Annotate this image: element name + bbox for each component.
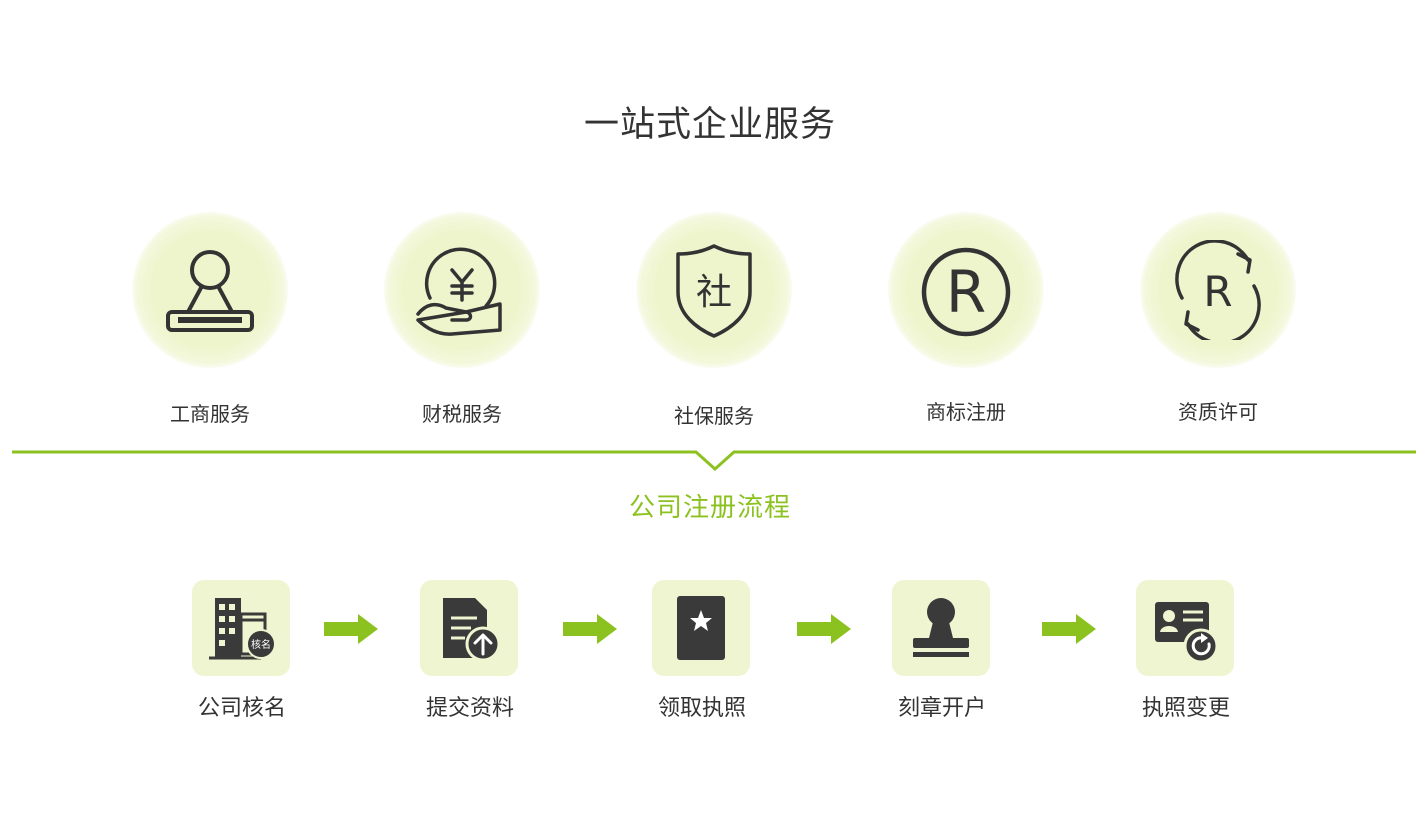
step-license-change[interactable]: 执照变更 [1096, 580, 1276, 725]
document-upload-icon [443, 598, 501, 662]
registered-glyph: R [946, 258, 986, 326]
service-label: 社保服务 [674, 404, 754, 428]
step-label: 公司核名 [197, 696, 286, 721]
flow-arrow-icon [797, 614, 851, 644]
step-tile [652, 580, 750, 676]
service-item-social[interactable]: 社 社保服务 [594, 212, 834, 432]
flow-arrow-icon [1042, 614, 1096, 644]
step-tile: 核名 [192, 580, 290, 676]
step-label: 刻章开户 [897, 696, 986, 721]
step-label: 领取执照 [657, 696, 746, 721]
flow-arrow-icon [324, 614, 378, 644]
icon-halo [636, 212, 792, 368]
refresh-r-icon: R [1175, 240, 1261, 340]
service-item-qualification[interactable]: R 资质许可 [1098, 212, 1338, 432]
service-item-tax[interactable]: 财税服务 [342, 212, 582, 432]
flow-arrow-icon [563, 614, 617, 644]
seal-stamp-icon [913, 598, 969, 657]
icon-halo [1140, 212, 1296, 368]
service-label: 资质许可 [1178, 400, 1258, 424]
registered-trademark-icon: R [921, 247, 1011, 337]
id-card-refresh-icon [1155, 602, 1219, 664]
icon-halo [888, 212, 1044, 368]
hand-yen-coin-icon [416, 247, 502, 336]
license-book-star-icon [677, 596, 725, 660]
flow-title: 公司注册流程 [628, 493, 791, 523]
page-title: 一站式企业服务 [583, 105, 836, 145]
shield-social-icon: 社 [676, 244, 752, 338]
service-label: 工商服务 [170, 402, 250, 426]
step-tile [1136, 580, 1234, 676]
stamp-icon [166, 250, 254, 332]
service-label: 财税服务 [422, 402, 502, 426]
step-label: 执照变更 [1141, 696, 1230, 721]
shield-glyph: 社 [696, 272, 732, 313]
service-item-business[interactable]: 工商服务 [90, 212, 330, 432]
step-name-check[interactable]: 核名 公司核名 [152, 580, 332, 725]
step-label: 提交资料 [425, 696, 514, 721]
step-seal-account[interactable]: 刻章开户 [852, 580, 1032, 725]
step-get-license[interactable]: 领取执照 [612, 580, 792, 725]
building-name-check-icon: 核名 [209, 598, 276, 660]
section-divider [12, 450, 1416, 472]
step-tile [420, 580, 518, 676]
service-label: 商标注册 [926, 400, 1006, 424]
name-check-badge: 核名 [251, 638, 271, 651]
step-tile [892, 580, 990, 676]
step-submit-documents[interactable]: 提交资料 [380, 580, 560, 725]
service-item-trademark[interactable]: R 商标注册 [846, 212, 1086, 432]
refresh-glyph: R [1203, 267, 1232, 316]
